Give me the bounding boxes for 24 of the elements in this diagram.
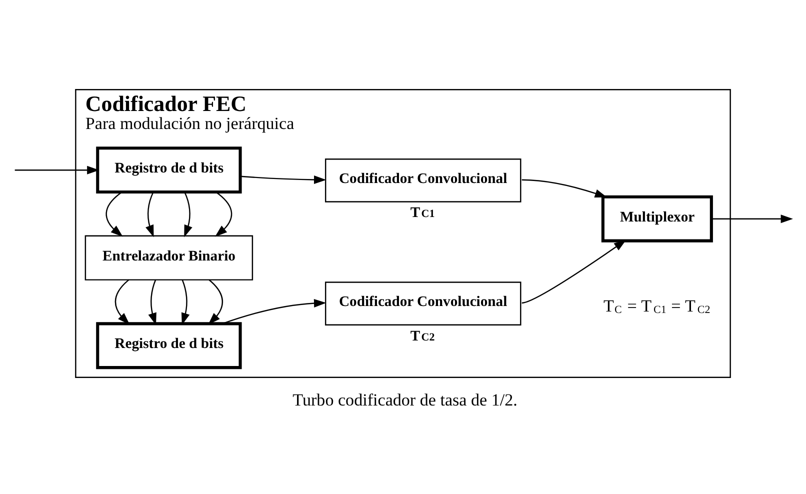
node-box: Registro de d bits (96, 146, 242, 194)
arrow (14, 165, 100, 174)
arrow (522, 239, 626, 304)
node-label: TC1 (410, 204, 435, 221)
node-box: Entrelazador Binario (84, 234, 254, 280)
arrow (240, 175, 326, 184)
arrow (522, 178, 608, 197)
arrow (712, 214, 793, 223)
arrow (181, 279, 190, 325)
caption: Turbo codificador de tasa de 1/2. (292, 390, 518, 410)
arrow (146, 191, 154, 237)
node-box: Multiplexor (601, 194, 713, 242)
arrow (148, 279, 156, 325)
node-label: TC2 (410, 328, 435, 344)
arrow (184, 191, 192, 237)
arrow (222, 298, 326, 324)
node-box: Codificador Convolucional (324, 281, 522, 326)
arrow (114, 278, 130, 324)
arrow (208, 278, 223, 324)
node-box: Codificador Convolucional (324, 158, 522, 202)
node-box: Registro de d bits (96, 322, 242, 369)
label: TC = TC1 = TC2 (604, 296, 710, 316)
arrow (106, 191, 123, 236)
arrow (214, 191, 232, 236)
